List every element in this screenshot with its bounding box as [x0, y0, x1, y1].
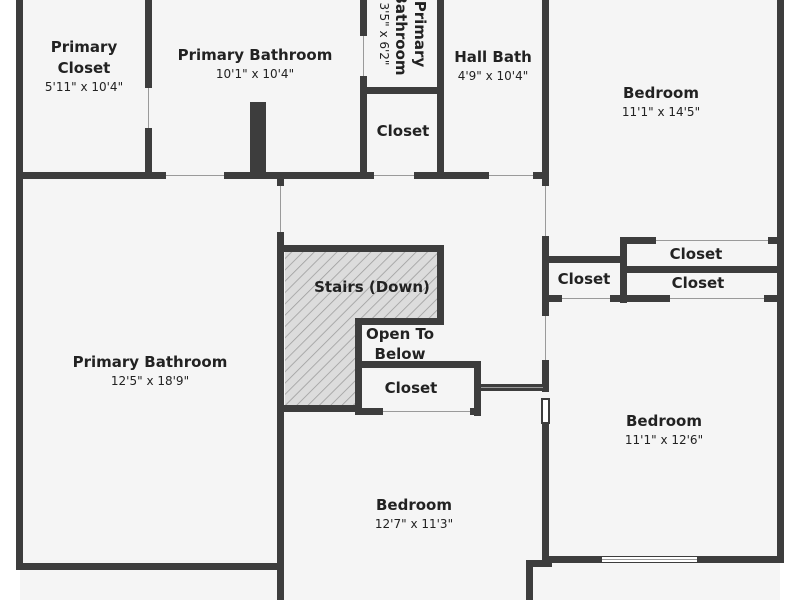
room-primary-bathroom-top: Primary Bathroom 10'1" x 10'4" [178, 46, 333, 81]
room-label: Bedroom [376, 496, 452, 514]
closet-lower-area [360, 366, 478, 408]
room-label: Stairs (Down) [314, 278, 430, 296]
room-hall-bath: Hall Bath 4'9" x 10'4" [454, 48, 532, 83]
room-dimensions: 5'11" x 10'4" [45, 80, 123, 94]
room-label: Primary [51, 38, 118, 56]
room-closet-lower: Closet [385, 379, 438, 397]
room-dimensions: 10'1" x 10'4" [216, 67, 294, 81]
room-label: Closet [385, 379, 438, 397]
room-closet-right-top: Closet [670, 245, 723, 263]
room-label: Primary [411, 1, 429, 68]
room-open-to-below: Open To Below [366, 325, 434, 363]
room-dimensions: 3'5" x 6'2" [377, 3, 391, 66]
openings [148, 36, 768, 562]
room-dimensions: 11'1" x 14'5" [622, 105, 700, 119]
room-dimensions: 4'9" x 10'4" [458, 69, 529, 83]
room-label: Hall Bath [454, 48, 532, 66]
room-closet-right-bottom: Closet [672, 274, 725, 292]
room-stairs: Stairs (Down) [314, 278, 430, 296]
room-dimensions: 11'1" x 12'6" [625, 433, 703, 447]
room-primary-closet: Primary Closet 5'11" x 10'4" [45, 38, 123, 94]
room-label: Bedroom [623, 84, 699, 102]
room-label: Closet [670, 245, 723, 263]
room-closet-center: Closet [377, 122, 430, 140]
open-to-below-area [360, 322, 442, 364]
room-label: Closet [377, 122, 430, 140]
room-closet-right-left: Closet [558, 270, 611, 288]
room-label: Below [375, 345, 426, 363]
room-bedroom-bottom: Bedroom 12'7" x 11'3" [375, 496, 453, 531]
room-label: Bathroom [392, 0, 410, 76]
room-label: Primary Bathroom [178, 46, 333, 64]
room-dimensions: 12'7" x 11'3" [375, 517, 453, 531]
room-label: Bedroom [626, 412, 702, 430]
room-bedroom-right: Bedroom 11'1" x 12'6" [625, 412, 703, 447]
room-primary-bathroom-large: Primary Bathroom 12'5" x 18'9" [73, 353, 228, 388]
room-label: Closet [58, 59, 111, 77]
room-label: Closet [558, 270, 611, 288]
room-label: Closet [672, 274, 725, 292]
room-primary-bathroom-small: Primary Bathroom 3'5" x 6'2" [377, 0, 429, 76]
room-label: Open To [366, 325, 434, 343]
room-label: Primary Bathroom [73, 353, 228, 371]
room-dimensions: 12'5" x 18'9" [111, 374, 189, 388]
room-bedroom-top-right: Bedroom 11'1" x 14'5" [622, 84, 700, 119]
